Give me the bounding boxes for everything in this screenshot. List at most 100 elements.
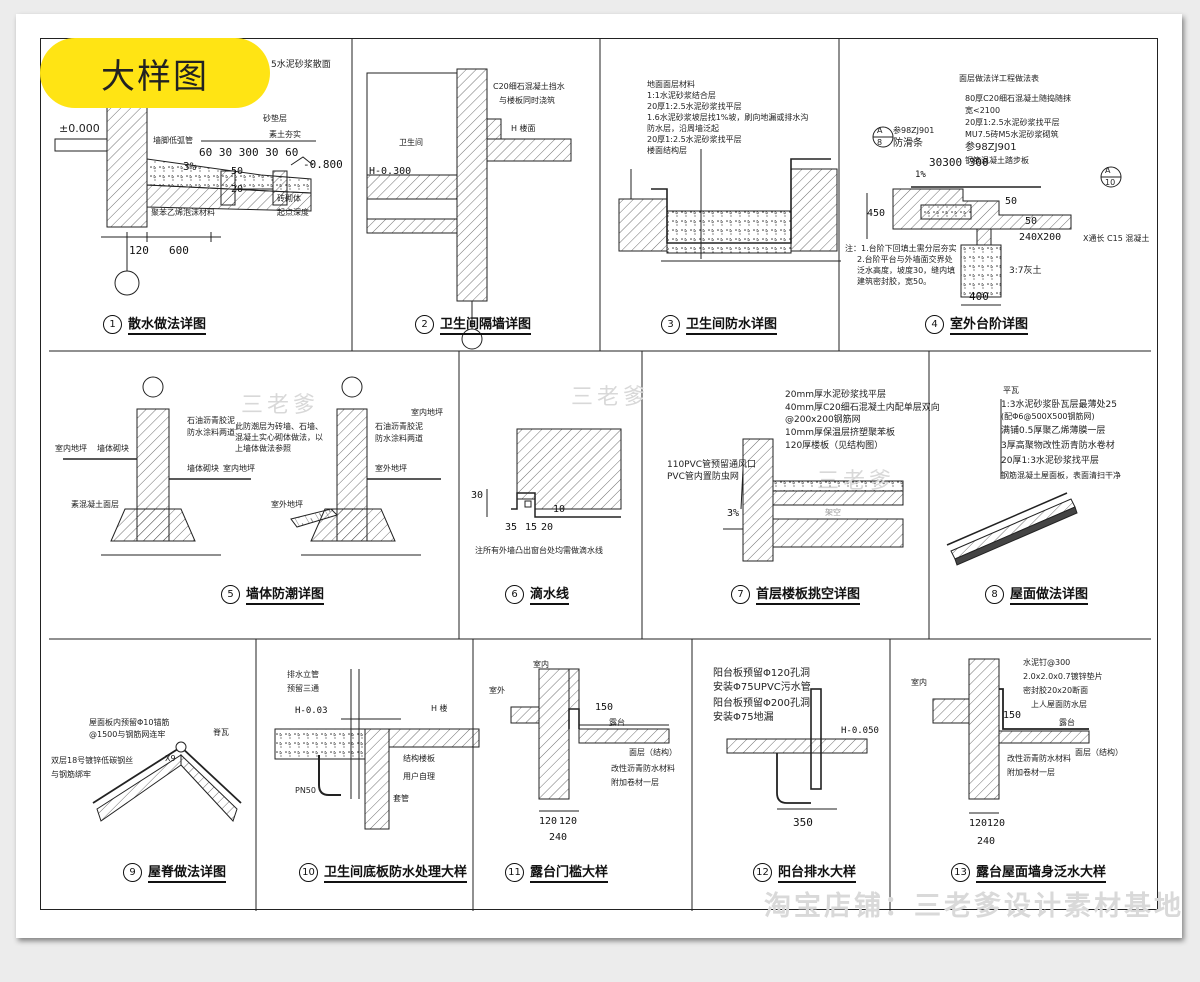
d13-dim-120a: 120 — [969, 818, 988, 829]
d4-dim-50b: 50 — [1025, 216, 1038, 227]
detail-1-sanshui — [54, 98, 316, 296]
d8-layer: 满铺0.5厚聚乙烯薄膜一层 — [1001, 426, 1106, 436]
caption-title: 滴水线 — [530, 583, 570, 605]
detail-10-bathroom-slab — [274, 669, 480, 830]
d4-note: 注：1.台阶下回填土需分层夯实 — [845, 244, 957, 253]
caption-title: 室外台阶详图 — [950, 313, 1029, 335]
d4-layer: MU7.5砖M5水泥砂浆砌筑 — [965, 130, 1059, 139]
d2-elev: H-0.300 — [369, 166, 412, 177]
d4-ref-b: A — [1105, 166, 1111, 175]
d10-note-2: 预留三通 — [287, 684, 319, 693]
d4-ref1: 参98ZJ901 — [893, 126, 935, 135]
caption-title: 露台门槛大样 — [530, 861, 609, 883]
caption-number: 7 — [731, 584, 750, 604]
detail-8-roof — [946, 399, 1078, 566]
d3-layer: 地面面层材料 — [647, 80, 695, 89]
d6-dim-15: 15 — [525, 522, 538, 533]
caption-6: 6 滴水线 — [505, 583, 570, 605]
d4-note: 2.台阶平台与外墙面交界处 — [857, 255, 953, 264]
d1-note-2: 素土夯实 — [269, 130, 301, 139]
d10-note-5: 套管 — [393, 794, 409, 803]
d10-floor: H 楼 — [431, 704, 448, 713]
d3-layer: 20厚1:2.5水泥砂浆找平层 — [647, 135, 742, 144]
d13-note-3: 密封胶20x20断面 — [1023, 686, 1089, 695]
drawing-sheet: 三老爹 三老爹 三老爹 5水泥砂浆散面 ±0.000 砂垫层 素土夯实 墙脚低弧… — [16, 14, 1182, 938]
d8-top: 平瓦 — [1003, 386, 1019, 395]
d3-layer: 1.6水泥砂浆坡层找1%坡，刷向地漏或排水沟 — [647, 113, 809, 122]
d7-layer: 20mm厚水泥砂浆找平层 — [785, 390, 886, 400]
d6-dim-30: 30 — [471, 490, 484, 501]
d1-note-top: 5水泥砂浆散面 — [271, 60, 331, 70]
d7-pipe-2: PVC管内置防虫网 — [667, 472, 739, 482]
d3-layer: 楼面结构层 — [647, 146, 687, 155]
d13-note-1: 水泥钉@300 — [1023, 658, 1071, 667]
d1-note-4: 砖砌体 — [277, 194, 301, 203]
caption-number: 1 — [103, 314, 122, 334]
d7-layer: 120厚楼板（见结构图） — [785, 441, 884, 451]
d7-layer: 40mm厚C20细石混凝土内配单层双向 — [785, 403, 940, 413]
d7-room: 架空 — [825, 508, 841, 517]
d1-note-6: 聚苯乙烯泡沫材料 — [151, 208, 215, 217]
d11-dim-120b: 120 — [559, 816, 578, 827]
d13-note-9: 附加卷材一层 — [1007, 768, 1055, 777]
d7-pipe-1: 110PVC管预留通风口 — [667, 460, 757, 470]
d11-dim-120a: 120 — [539, 816, 558, 827]
d4-layer: 20厚1:2.5水泥砂浆找平层 — [965, 118, 1060, 127]
caption-title: 露台屋面墙身泛水大样 — [976, 861, 1107, 883]
watermark: 三老爹 — [241, 393, 320, 418]
caption-title: 卫生间底板防水处理大样 — [324, 861, 468, 883]
d8-layer: 3厚高聚物改性沥青防水卷材 — [1001, 441, 1115, 451]
d13-note-5: 室内 — [911, 678, 927, 687]
d8-layer: 1:3水泥砂浆卧瓦层最薄处25 — [1001, 400, 1117, 410]
caption-number: 13 — [951, 862, 970, 882]
caption-title: 阳台排水大样 — [778, 861, 857, 883]
d4-layer: 钢筋混凝土踏步板 — [965, 156, 1029, 165]
d4-dim-400: 400 — [969, 290, 989, 303]
d9-note-5: 脊瓦 — [213, 728, 229, 737]
d1-elev-top: ±0.000 — [59, 122, 100, 135]
d13-note-7: 面层（结构） — [1075, 748, 1123, 757]
d9-note-4: 与钢筋绑牢 — [51, 770, 91, 779]
d5-note-12: 素混凝土面层 — [71, 500, 119, 509]
d11-note-3: 露台 — [609, 718, 625, 727]
d5-note-2: 防水涂料两道 — [187, 428, 235, 437]
d12-note-4: 安装Φ75地漏 — [713, 712, 774, 723]
d13-note-4: 上人屋面防水层 — [1031, 700, 1087, 709]
d4-dim-303: 30300 300 — [929, 156, 989, 169]
d9-note-3: 双层18号镀锌低碳钢丝 — [51, 756, 134, 765]
d4-layer: 80厚C20细石混凝土随捣随抹 — [965, 94, 1071, 103]
d1-slope: 3% — [183, 160, 197, 173]
d4-note: 建筑密封胶，宽50。 — [857, 277, 932, 286]
d5-note-7: 防水涂料两道 — [375, 434, 423, 443]
d2-note-2: 与楼板同时浇筑 — [499, 96, 555, 105]
caption-title: 散水做法详图 — [128, 313, 207, 335]
d5-note-10: 室内地坪 — [223, 464, 255, 473]
d10-note-3: 结构楼板 — [403, 754, 435, 763]
drawing-frame: 三老爹 三老爹 三老爹 5水泥砂浆散面 ±0.000 砂垫层 素土夯实 墙脚低弧… — [40, 38, 1158, 911]
d13-note-8: 改性沥青防水材料 — [1007, 754, 1071, 763]
d9-note-6: X9 — [165, 754, 176, 763]
d5-note-9: 墙体砌块 — [187, 464, 219, 473]
d4-label1: 防滑条 — [893, 138, 923, 149]
d2-floor: H 楼面 — [511, 124, 536, 133]
detail-5-dampproof — [63, 376, 441, 556]
detail-9-ridge — [92, 741, 242, 822]
caption-number: 6 — [505, 584, 524, 604]
d1-elev: -0.800 — [303, 158, 343, 171]
d7-layer: 10mm厚保温层挤塑聚苯板 — [785, 428, 895, 438]
d4-ref-a: A — [877, 126, 883, 135]
d1-dim-50: 50 — [231, 166, 244, 177]
d8-layer-list: 1:3水泥砂浆卧瓦层最薄处25 (配Φ6@500X500钢筋网) 满铺0.5厚聚… — [1001, 401, 1121, 480]
d4-soil: 3:7灰土 — [1009, 266, 1042, 276]
drawings-canvas — [49, 39, 1151, 911]
d12-elev: H-0.050 — [841, 726, 879, 736]
caption-title: 卫生间防水详图 — [686, 313, 778, 335]
caption-number: 5 — [221, 584, 240, 604]
d4-layer-list: 80厚C20细石混凝土随捣随抹 宽<2100 20厚1:2.5水泥砂浆找平层 M… — [965, 95, 1071, 165]
d10-elev: H-0.03 — [295, 706, 328, 716]
d7-layer-list: 20mm厚水泥砂浆找平层 40mm厚C20细石混凝土内配单层双向 @200x20… — [785, 391, 940, 451]
caption-number: 12 — [753, 862, 772, 882]
caption-number: 8 — [985, 584, 1004, 604]
